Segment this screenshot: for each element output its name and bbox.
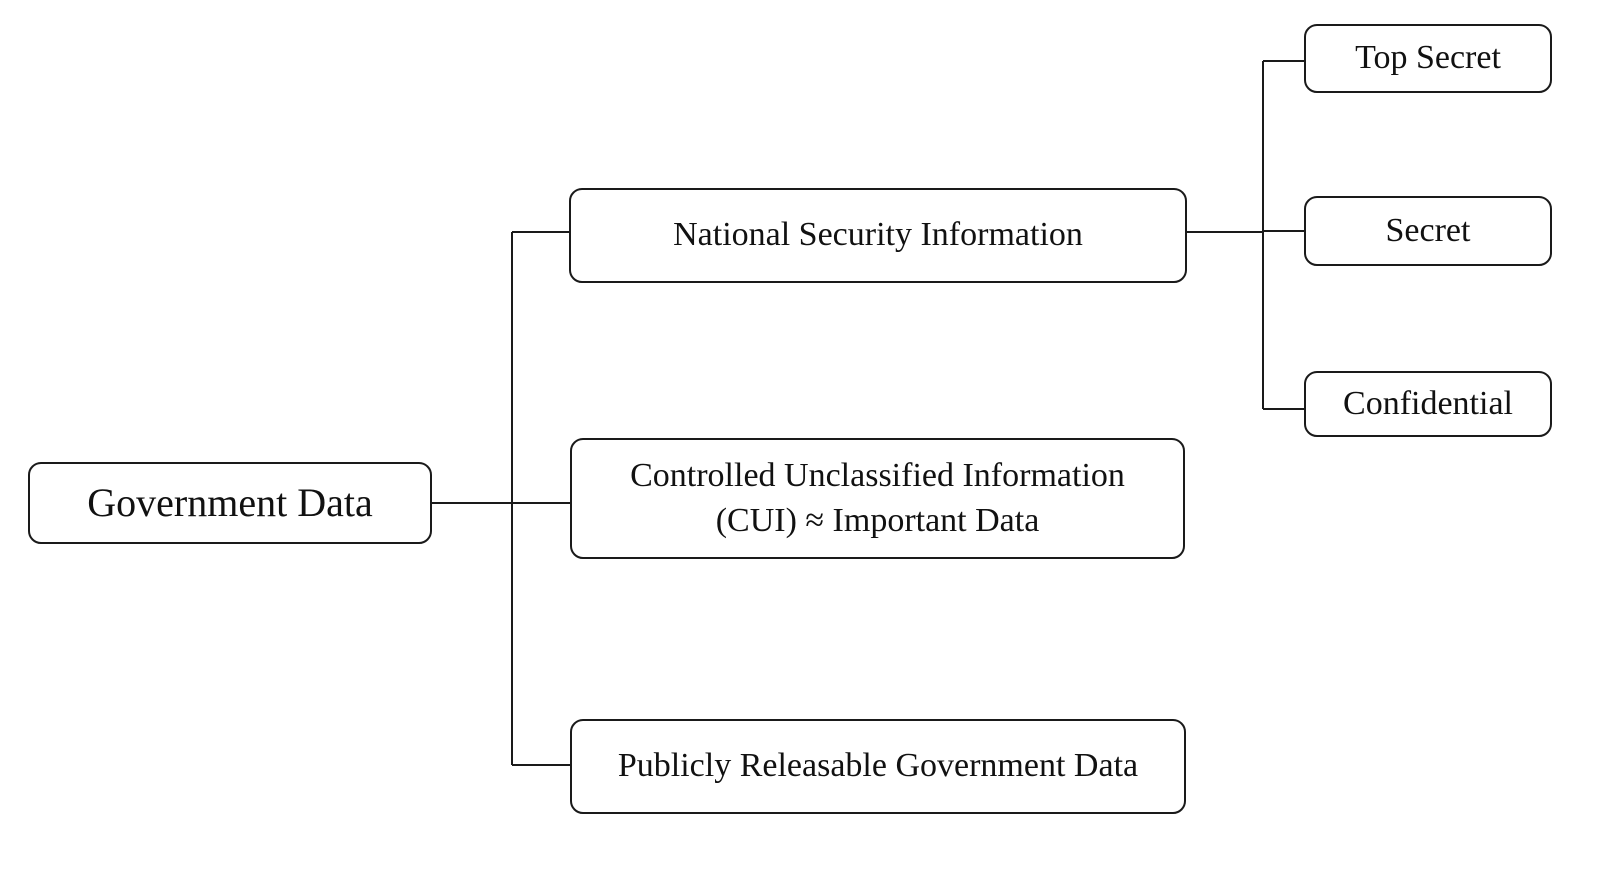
node-label: Secret bbox=[1385, 211, 1471, 249]
node-secret: Secret bbox=[1304, 196, 1552, 266]
node-national-security-information: National Security Information bbox=[569, 188, 1187, 283]
node-label: Government Data bbox=[87, 480, 373, 525]
node-label: Top Secret bbox=[1355, 39, 1501, 77]
node-label: Confidential bbox=[1343, 384, 1513, 422]
node-top-secret: Top Secret bbox=[1304, 24, 1552, 93]
node-label: National Security Information bbox=[673, 216, 1083, 254]
node-label-line-2: (CUI) ≈ Important Data bbox=[715, 501, 1040, 539]
node-publicly-releasable-data: Publicly Releasable Government Data bbox=[570, 719, 1186, 814]
node-label: Publicly Releasable Government Data bbox=[617, 747, 1139, 785]
node-label-line-1: Controlled Unclassified Information bbox=[630, 457, 1125, 495]
node-confidential: Confidential bbox=[1304, 371, 1552, 437]
node-government-data: Government Data bbox=[28, 462, 432, 544]
node-controlled-unclassified-information: Controlled Unclassified Information (CUI… bbox=[570, 438, 1185, 559]
